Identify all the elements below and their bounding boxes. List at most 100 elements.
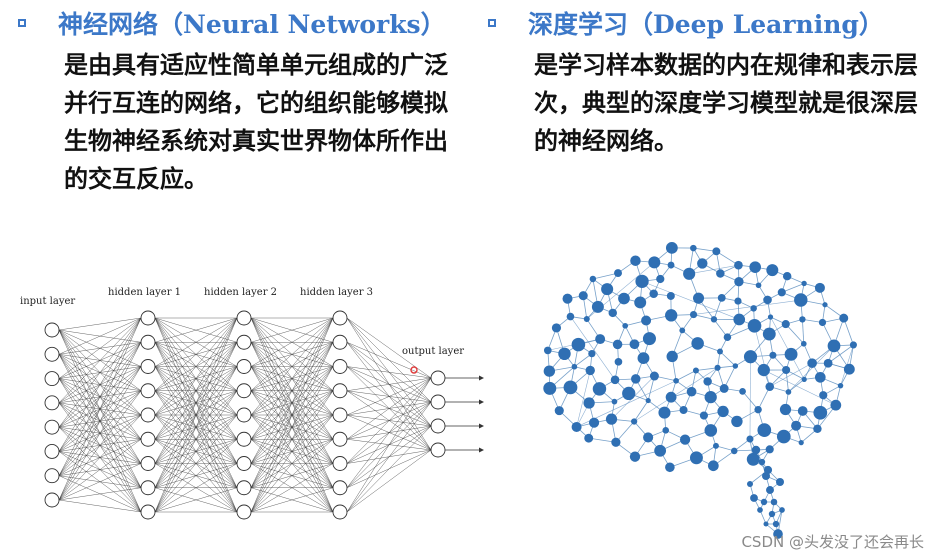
nn-connection <box>346 449 432 513</box>
nn-connection <box>154 317 238 464</box>
nn-connection <box>346 401 432 513</box>
brain-node <box>769 351 777 359</box>
output-arrowhead <box>479 399 484 405</box>
output-neuron <box>430 442 446 458</box>
brain-node <box>614 269 622 278</box>
brain-node <box>693 292 705 304</box>
nn-connection <box>154 317 238 343</box>
brain-node <box>666 291 675 300</box>
neural-networks-heading-row: 神经网络（Neural Networks） <box>16 6 466 40</box>
brain-node <box>785 389 792 395</box>
brain-node <box>766 264 779 277</box>
brain-node <box>750 494 758 502</box>
nn-connection <box>346 377 432 513</box>
hidden-neuron <box>140 334 156 350</box>
nn-connection <box>154 317 238 513</box>
brain-node <box>849 341 857 349</box>
brain-node <box>830 399 842 411</box>
brain-node <box>800 340 807 347</box>
hidden-neuron <box>236 359 252 374</box>
nn-connection <box>58 317 142 452</box>
brain-node <box>578 291 588 301</box>
brain-node <box>643 432 654 443</box>
brain-node <box>765 382 775 391</box>
nn-connection <box>154 317 238 367</box>
deep-learning-definition: 是学习样本数据的内在规律和表示层次，典型的深度学习模型就是很深层的神经网络。 <box>534 51 918 155</box>
nn-connection <box>346 425 432 513</box>
nn-connection <box>250 317 334 416</box>
nn-connection <box>250 390 334 513</box>
brain-node <box>837 382 844 389</box>
brain-node <box>750 305 757 312</box>
brain-node <box>827 339 841 353</box>
output-arrowhead <box>479 423 484 429</box>
nn-connection <box>154 390 238 513</box>
brain-node <box>690 244 697 252</box>
hidden-layer-3-label: hidden layer 3 <box>300 287 373 298</box>
neural-networks-section: 神经网络（Neural Networks） 是由具有适应性简单单元组成的广泛并行… <box>16 6 466 198</box>
brain-node <box>784 347 798 361</box>
brain-node <box>781 320 790 329</box>
nn-connection <box>250 414 334 513</box>
brain-node <box>571 337 586 352</box>
nn-connection <box>154 317 238 440</box>
brain-node <box>717 405 729 418</box>
brain-node <box>635 274 649 289</box>
brain-connection <box>675 370 697 382</box>
hidden-neuron <box>140 407 156 423</box>
heading-en: Neural Networks <box>183 10 421 39</box>
hidden-neuron <box>236 480 252 496</box>
deep-learning-section: 深度学习（Deep Learning） 是学习样本数据的内在规律和表示层次，典型… <box>486 6 926 160</box>
brain-node <box>766 486 774 494</box>
hidden-neuron <box>140 310 156 326</box>
brain-node <box>807 358 817 368</box>
brain-node <box>543 381 557 395</box>
nn-connection <box>154 366 238 513</box>
heading-cn: 神经网络（ <box>58 10 184 39</box>
brain-node <box>814 371 826 383</box>
brain-node <box>608 308 617 318</box>
brain-connection <box>641 281 740 320</box>
neural-networks-definition: 是由具有适应性简单单元组成的广泛并行互连的网络，它的组织能够模拟生物神经系统对真… <box>64 51 448 193</box>
brain-node <box>801 376 807 382</box>
nn-connection <box>250 317 334 464</box>
brain-connection <box>788 345 835 393</box>
nn-connection <box>346 377 432 391</box>
brain-node <box>734 260 743 270</box>
brain-connection <box>693 299 801 315</box>
brain-node <box>730 447 738 455</box>
brain-node <box>665 241 678 254</box>
nn-connection <box>250 317 334 488</box>
brain-node <box>551 323 562 333</box>
brain-node <box>697 258 708 269</box>
brain-connection <box>716 251 739 266</box>
hidden-neuron <box>236 334 252 350</box>
heading-en: Deep Learning <box>653 10 859 39</box>
nn-connection <box>58 499 142 513</box>
brain-node <box>751 445 761 455</box>
brain-connection <box>754 325 771 387</box>
heading-cn: 深度学习（ <box>528 10 654 39</box>
brain-node <box>767 314 774 320</box>
hidden-neuron <box>332 407 348 423</box>
output-arrowhead <box>479 375 484 381</box>
brain-node <box>612 339 623 350</box>
nn-connection <box>250 366 334 513</box>
csdn-watermark: CSDN @头发没了还会再长 <box>741 533 924 551</box>
brain-node <box>543 365 556 377</box>
brain-node <box>813 424 822 434</box>
brain-connection <box>592 272 619 280</box>
output-layer-label: output layer <box>402 346 464 357</box>
nn-nodes <box>44 310 446 520</box>
brain-node <box>562 293 573 304</box>
nn-connection <box>154 342 238 513</box>
brain-node <box>630 255 641 266</box>
brain-node <box>648 256 661 269</box>
brain-node <box>746 452 760 466</box>
brain-node <box>777 288 786 297</box>
brain-node <box>543 346 552 355</box>
brain-node <box>631 418 638 425</box>
input-neuron <box>44 322 60 338</box>
hidden-neuron <box>140 359 156 374</box>
hidden-neuron <box>332 383 348 399</box>
